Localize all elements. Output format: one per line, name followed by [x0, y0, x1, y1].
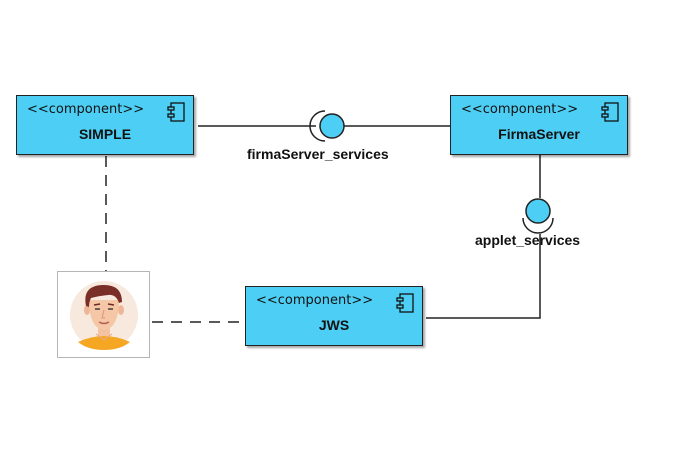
uml-component-icon	[601, 102, 619, 122]
user-avatar-icon	[70, 281, 138, 350]
uml-component-icon	[396, 293, 414, 313]
component-firmaserver[interactable]: <<component>> FirmaServer	[450, 95, 628, 155]
actor-user[interactable]	[57, 271, 150, 358]
component-stereotype: <<component>>	[256, 293, 374, 308]
component-name: FirmaServer	[498, 126, 580, 142]
component-jws[interactable]: <<component>> JWS	[245, 286, 423, 346]
ball-firmaserver-services	[319, 113, 345, 139]
component-stereotype: <<component>>	[27, 102, 145, 117]
interface-label-applet-services: applet_services	[475, 232, 581, 248]
ball-applet-services	[525, 198, 551, 224]
socket-firmaserver-services	[309, 110, 326, 142]
component-stereotype: <<component>>	[461, 102, 579, 117]
interface-label-firmaserver-services: firmaServer_services	[247, 146, 389, 162]
uml-component-icon	[167, 102, 185, 122]
component-name: SIMPLE	[78, 126, 132, 142]
socket-applet-services	[522, 217, 554, 234]
connector-applet-services-jws	[426, 234, 541, 319]
component-name: JWS	[318, 317, 350, 333]
component-simple[interactable]: <<component>> SIMPLE	[16, 95, 194, 155]
